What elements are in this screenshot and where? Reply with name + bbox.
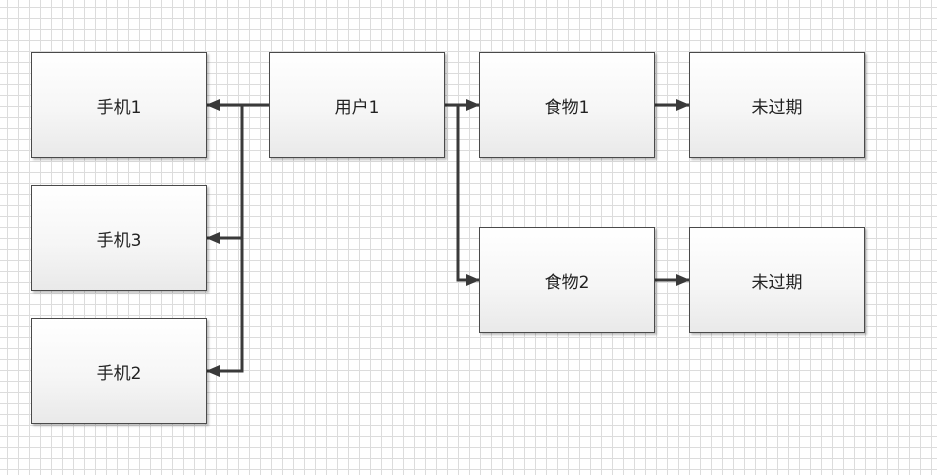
node-food1-label: 食物1	[544, 97, 590, 118]
node-phone1[interactable]: 手机1	[31, 52, 207, 158]
node-phone1-label: 手机1	[96, 97, 142, 118]
node-food2-label: 食物2	[544, 272, 590, 293]
edge-user1-phone2	[206, 238, 244, 377]
node-phone3-label: 手机3	[96, 230, 142, 251]
node-phone2[interactable]: 手机2	[31, 318, 207, 424]
edge-user1-phone3	[206, 105, 244, 244]
node-food1[interactable]: 食物1	[479, 52, 655, 158]
node-status2-label: 未过期	[751, 272, 803, 293]
edge-user1-food2	[456, 105, 480, 286]
node-phone3[interactable]: 手机3	[31, 185, 207, 291]
node-status1[interactable]: 未过期	[689, 52, 865, 158]
node-user1[interactable]: 用户1	[269, 52, 445, 158]
node-food2[interactable]: 食物2	[479, 227, 655, 333]
node-status2[interactable]: 未过期	[689, 227, 865, 333]
node-status1-label: 未过期	[751, 97, 803, 118]
node-phone2-label: 手机2	[96, 363, 142, 384]
node-user1-label: 用户1	[334, 97, 380, 118]
